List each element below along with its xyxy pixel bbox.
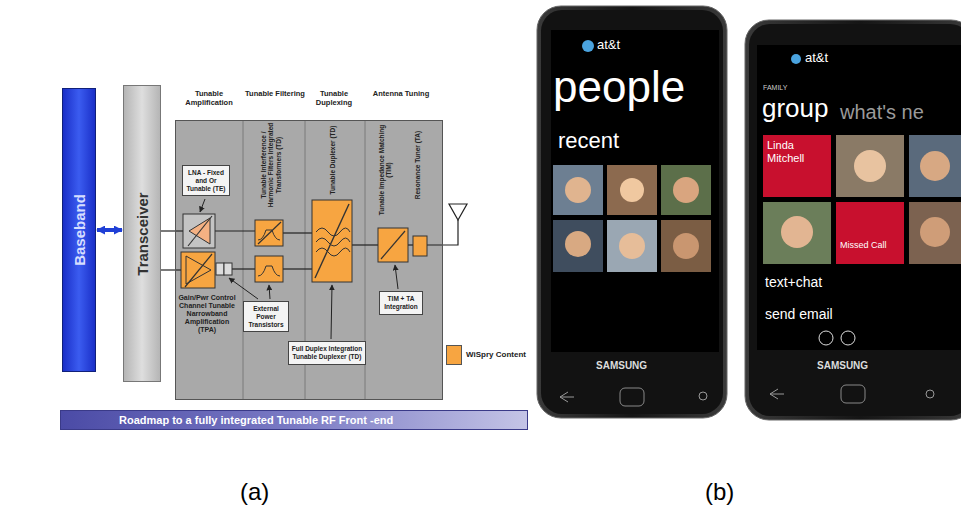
screen-title: group	[762, 94, 829, 124]
callout-box: External Power Transistors	[243, 301, 289, 332]
node-text: Roadmap to a fully integrated Tunable RF…	[61, 411, 527, 429]
duplexer-symbol	[312, 200, 352, 282]
column-heading: Tunable Amplification	[176, 90, 242, 107]
leader-arrows	[200, 199, 398, 339]
baseband-bar: Baseband	[62, 88, 96, 372]
column-note: Resonance Tuner (TA)	[414, 125, 421, 205]
amplifier-symbols	[181, 214, 232, 288]
screen-title: people	[553, 62, 685, 113]
brand-logo: SAMSUNG	[596, 360, 647, 372]
screen-subtitle: recent	[558, 128, 619, 153]
node-text: Baseband	[71, 194, 88, 266]
callout-box: Full Duplex Integration Tunable Duplexer…	[288, 341, 366, 365]
carrier-logo: at&t	[597, 38, 620, 53]
phone-illustration	[745, 20, 961, 420]
callout-box: LNA - Fixed and Or Tunable (TE)	[182, 165, 230, 196]
menu-item: text+chat	[765, 274, 822, 290]
panel-letter: (a)	[240, 478, 269, 506]
legend-text: WiSpry Content	[466, 350, 526, 359]
double-arrow	[97, 228, 122, 232]
column-note: Tunable Interference / Harmonic Filters …	[260, 121, 282, 209]
screen-caption: FAMILY	[763, 84, 787, 92]
carrier-logo: at&t	[805, 51, 828, 66]
node-text: External Power Transistors	[246, 305, 286, 328]
front-end-panel	[175, 120, 443, 400]
tile-text: Linda Mitchell	[767, 139, 829, 164]
panel-letter: (b)	[705, 478, 734, 506]
transceiver-bar: Transceiver	[123, 85, 161, 382]
column-note: Tunable Duplexer (TD)	[329, 123, 336, 197]
column-heading: Antenna Tuning	[368, 90, 434, 99]
node-text: TIM + TA Integration	[382, 295, 420, 311]
screen-title: what's ne	[840, 101, 924, 124]
brand-logo: SAMSUNG	[817, 360, 868, 372]
component-note: Gain/Pwr Control Channel Tunable Narrowb…	[176, 294, 238, 334]
column-divider	[243, 120, 244, 400]
tile-text: Missed Call	[840, 240, 902, 250]
node-text: LNA - Fixed and Or Tunable (TE)	[185, 169, 227, 192]
antenna-tuner-symbol	[378, 228, 427, 262]
node-text: Full Duplex Integration Tunable Duplexer…	[291, 345, 363, 361]
legend-swatch	[446, 345, 462, 365]
front-end-panel: Tunable AmplificationTunable FilteringTu…	[175, 120, 443, 400]
roadmap-bar: Roadmap to a fully integrated Tunable RF…	[60, 410, 528, 430]
column-heading: Tunable Filtering	[242, 90, 308, 99]
column-heading: Tunable Duplexing	[301, 90, 367, 107]
filter-symbols	[255, 220, 283, 282]
phone-illustration	[537, 6, 727, 418]
callout-box: TIM + TA Integration	[379, 291, 423, 315]
column-note: Tunable Impedance Matching (TIM)	[378, 123, 393, 217]
menu-item: send email	[765, 306, 833, 322]
node-text: Transceiver	[134, 192, 151, 275]
